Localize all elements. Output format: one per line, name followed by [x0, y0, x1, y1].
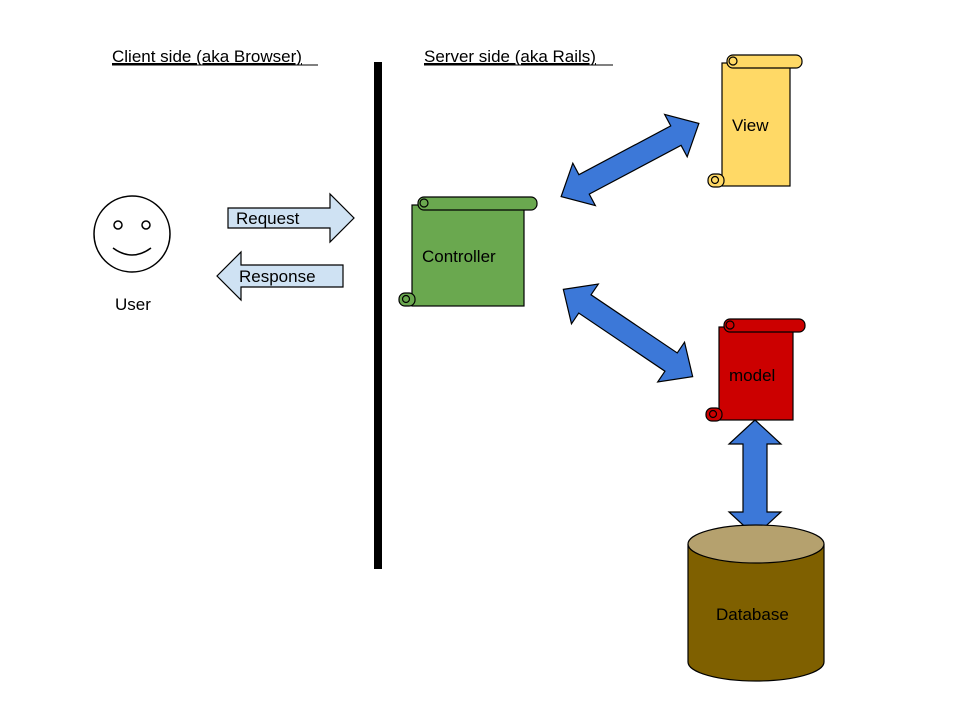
controller-view-double-arrow — [560, 113, 700, 207]
model-scroll-icon — [705, 318, 806, 422]
controller-label: Controller — [422, 247, 496, 266]
user-label: User — [115, 295, 151, 314]
database-label: Database — [716, 605, 789, 624]
view-scroll-icon — [707, 54, 803, 188]
model-label: model — [729, 366, 775, 385]
request-label: Request — [236, 209, 300, 228]
client-server-divider — [374, 62, 382, 569]
model-database-double-arrow — [727, 419, 783, 537]
server-side-header: Server side (aka Rails) — [424, 47, 596, 66]
database-cylinder-icon — [687, 524, 825, 682]
user-smiley-icon — [93, 195, 171, 273]
response-arrow — [216, 250, 344, 302]
controller-model-double-arrow — [562, 283, 694, 383]
client-side-header: Client side (aka Browser) — [112, 47, 302, 66]
view-label: View — [732, 116, 769, 135]
response-label: Response — [239, 267, 316, 286]
request-arrow — [227, 192, 355, 244]
controller-scroll-icon — [398, 196, 538, 307]
